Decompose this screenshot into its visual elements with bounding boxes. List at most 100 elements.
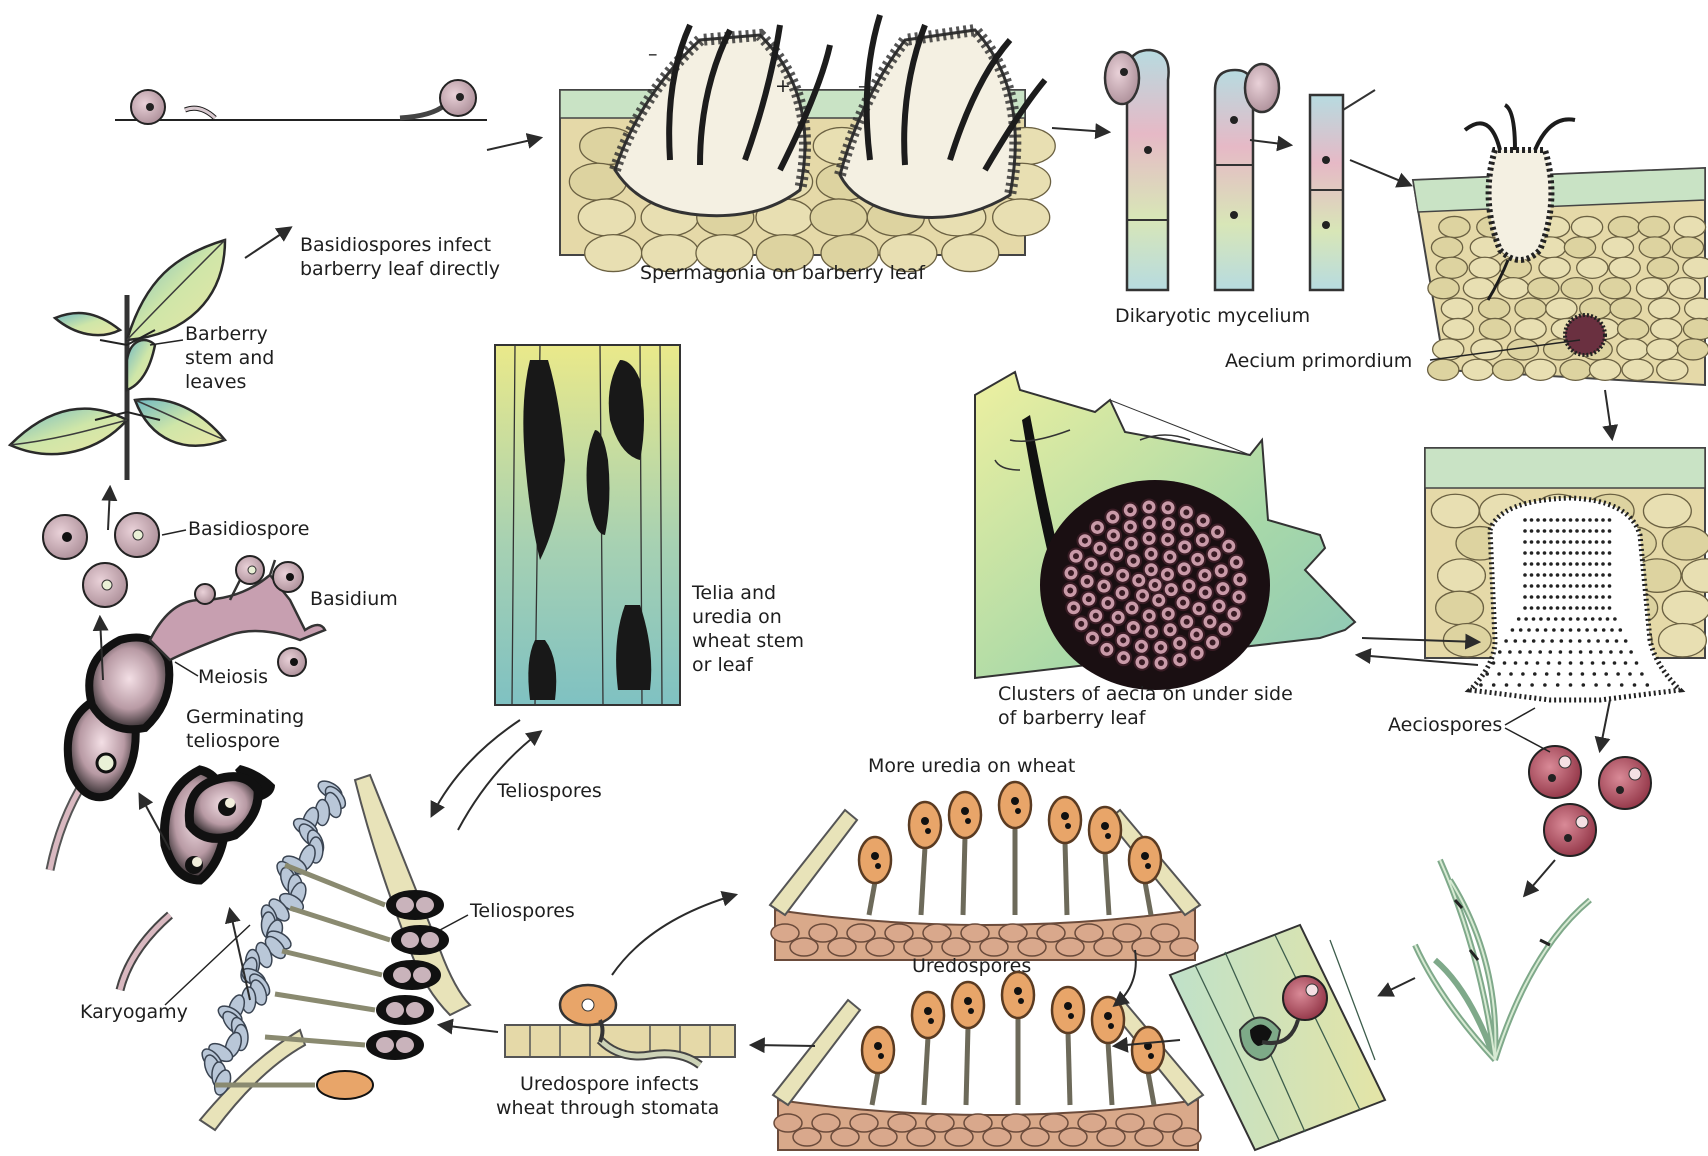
- spore-dot: [1569, 562, 1573, 566]
- spore-dot: [1549, 573, 1553, 577]
- germinating-basidiospores-illustration: [115, 80, 487, 124]
- leaf-cell: [993, 199, 1050, 236]
- aecium-primordium-label: Aecium primordium: [1225, 350, 1412, 372]
- arrow-dikaryotic-2: [1350, 160, 1410, 185]
- leaf-cell: [1609, 257, 1640, 278]
- host-cell: [1056, 938, 1084, 956]
- spore-dot: [1581, 672, 1585, 676]
- host-cell: [847, 924, 875, 942]
- spore-dot: [1523, 562, 1527, 566]
- spore-dot: [1576, 617, 1580, 621]
- spore-dot: [1588, 551, 1592, 555]
- host-cell: [999, 924, 1027, 942]
- leaf-cell: [1436, 591, 1484, 624]
- spore-dot: [1599, 650, 1603, 654]
- spore-dot: [1536, 529, 1540, 533]
- spore-dot: [1620, 683, 1624, 687]
- teliospore: [317, 1071, 373, 1099]
- leaf-cell: [1590, 359, 1621, 380]
- host-cell: [1018, 938, 1046, 956]
- spore-dot: [1588, 562, 1592, 566]
- leaf-cell: [1647, 257, 1678, 278]
- spore-dot: [1543, 518, 1547, 522]
- uredospore-infects-label-1: Uredospore infects: [520, 1073, 699, 1095]
- spore-dot: [1601, 573, 1605, 577]
- spore-dot: [1582, 540, 1586, 544]
- spore-dot: [1544, 628, 1548, 632]
- spore-dot: [1588, 518, 1592, 522]
- spore-dot: [1608, 606, 1612, 610]
- barberry-label-3: leaves: [185, 371, 246, 393]
- spore-dot: [1608, 595, 1612, 599]
- host-cell: [831, 1128, 859, 1146]
- leaf-cell: [1471, 339, 1502, 360]
- spore-dot: [1575, 584, 1579, 588]
- leaf-cell: [578, 199, 635, 236]
- leaf-cell: [1431, 237, 1462, 258]
- karyogamy-label: Karyogamy: [80, 1001, 188, 1023]
- spore-dot: [1569, 661, 1573, 665]
- spore-dot: [1545, 672, 1549, 676]
- spore-dot: [1624, 661, 1628, 665]
- arrow-spores-to-barberry: [108, 488, 110, 530]
- leaf-cell: [1479, 298, 1510, 319]
- spore-dot: [1569, 639, 1573, 643]
- spore-dot: [1582, 551, 1586, 555]
- spore-dot: [1530, 529, 1534, 533]
- spore-dot: [1536, 540, 1540, 544]
- leaf-cell: [1602, 237, 1633, 258]
- spore-dot: [1547, 617, 1551, 621]
- spore-dot: [1550, 639, 1554, 643]
- spore-dot: [1543, 683, 1547, 687]
- spore-dot: [1549, 595, 1553, 599]
- spore-dot: [1569, 606, 1573, 610]
- leaf-cell: [1677, 339, 1708, 360]
- spore-dot: [1607, 683, 1611, 687]
- basidium-label: Basidium: [310, 588, 398, 610]
- spore-dot: [1530, 606, 1534, 610]
- spore-dot: [1585, 628, 1589, 632]
- teliospores-center-label: Teliospores: [496, 780, 602, 802]
- leaf-cell: [1651, 318, 1682, 339]
- leaf-cell: [1662, 527, 1708, 560]
- telia-label-3: wheat stem: [692, 630, 804, 652]
- spore-dot: [1543, 584, 1547, 588]
- spore-dot: [1543, 562, 1547, 566]
- leaf-cell: [1643, 494, 1691, 527]
- spore-dot: [1575, 595, 1579, 599]
- spore-dot: [1528, 650, 1532, 654]
- spore-dot: [1608, 540, 1612, 544]
- spore-dot: [1598, 617, 1602, 621]
- basidiospores-infect-label-2: barberry leaf directly: [300, 258, 500, 280]
- spore-dot: [1569, 573, 1573, 577]
- host-cell: [980, 938, 1008, 956]
- spore-dot: [1593, 672, 1597, 676]
- spore-dot: [1582, 562, 1586, 566]
- leaf-cell: [1618, 318, 1649, 339]
- host-cell: [1002, 1114, 1030, 1132]
- arrow-infection-to-more-uredia: [612, 895, 735, 975]
- spore-dot: [1523, 518, 1527, 522]
- host-cell: [812, 1114, 840, 1132]
- germinating-label-2: teliospore: [186, 730, 280, 752]
- spore-dot: [1549, 562, 1553, 566]
- spore-dot: [1577, 628, 1581, 632]
- spore-dot: [1560, 639, 1564, 643]
- teliospore: [377, 996, 433, 1024]
- plus-sign: +: [775, 75, 791, 97]
- spore-dot: [1562, 551, 1566, 555]
- spore-dot: [1562, 562, 1566, 566]
- spore-dot: [1543, 595, 1547, 599]
- spore-dot: [1536, 606, 1540, 610]
- clusters-aecia-label-1: Clusters of aecia on under side: [998, 683, 1293, 705]
- spore-dot: [1588, 584, 1592, 588]
- spore-dot: [1608, 518, 1612, 522]
- aeciospores-label: Aeciospores: [1388, 714, 1502, 736]
- spore-dot: [1556, 683, 1560, 687]
- spore-dot: [1610, 628, 1614, 632]
- spermagonia-label: Spermagonia on barberry leaf: [640, 262, 926, 284]
- spore-dot: [1532, 617, 1536, 621]
- arrow-spores-to-wheat: [1525, 860, 1555, 895]
- spore-dot: [1556, 529, 1560, 533]
- spore-dot: [1569, 518, 1573, 522]
